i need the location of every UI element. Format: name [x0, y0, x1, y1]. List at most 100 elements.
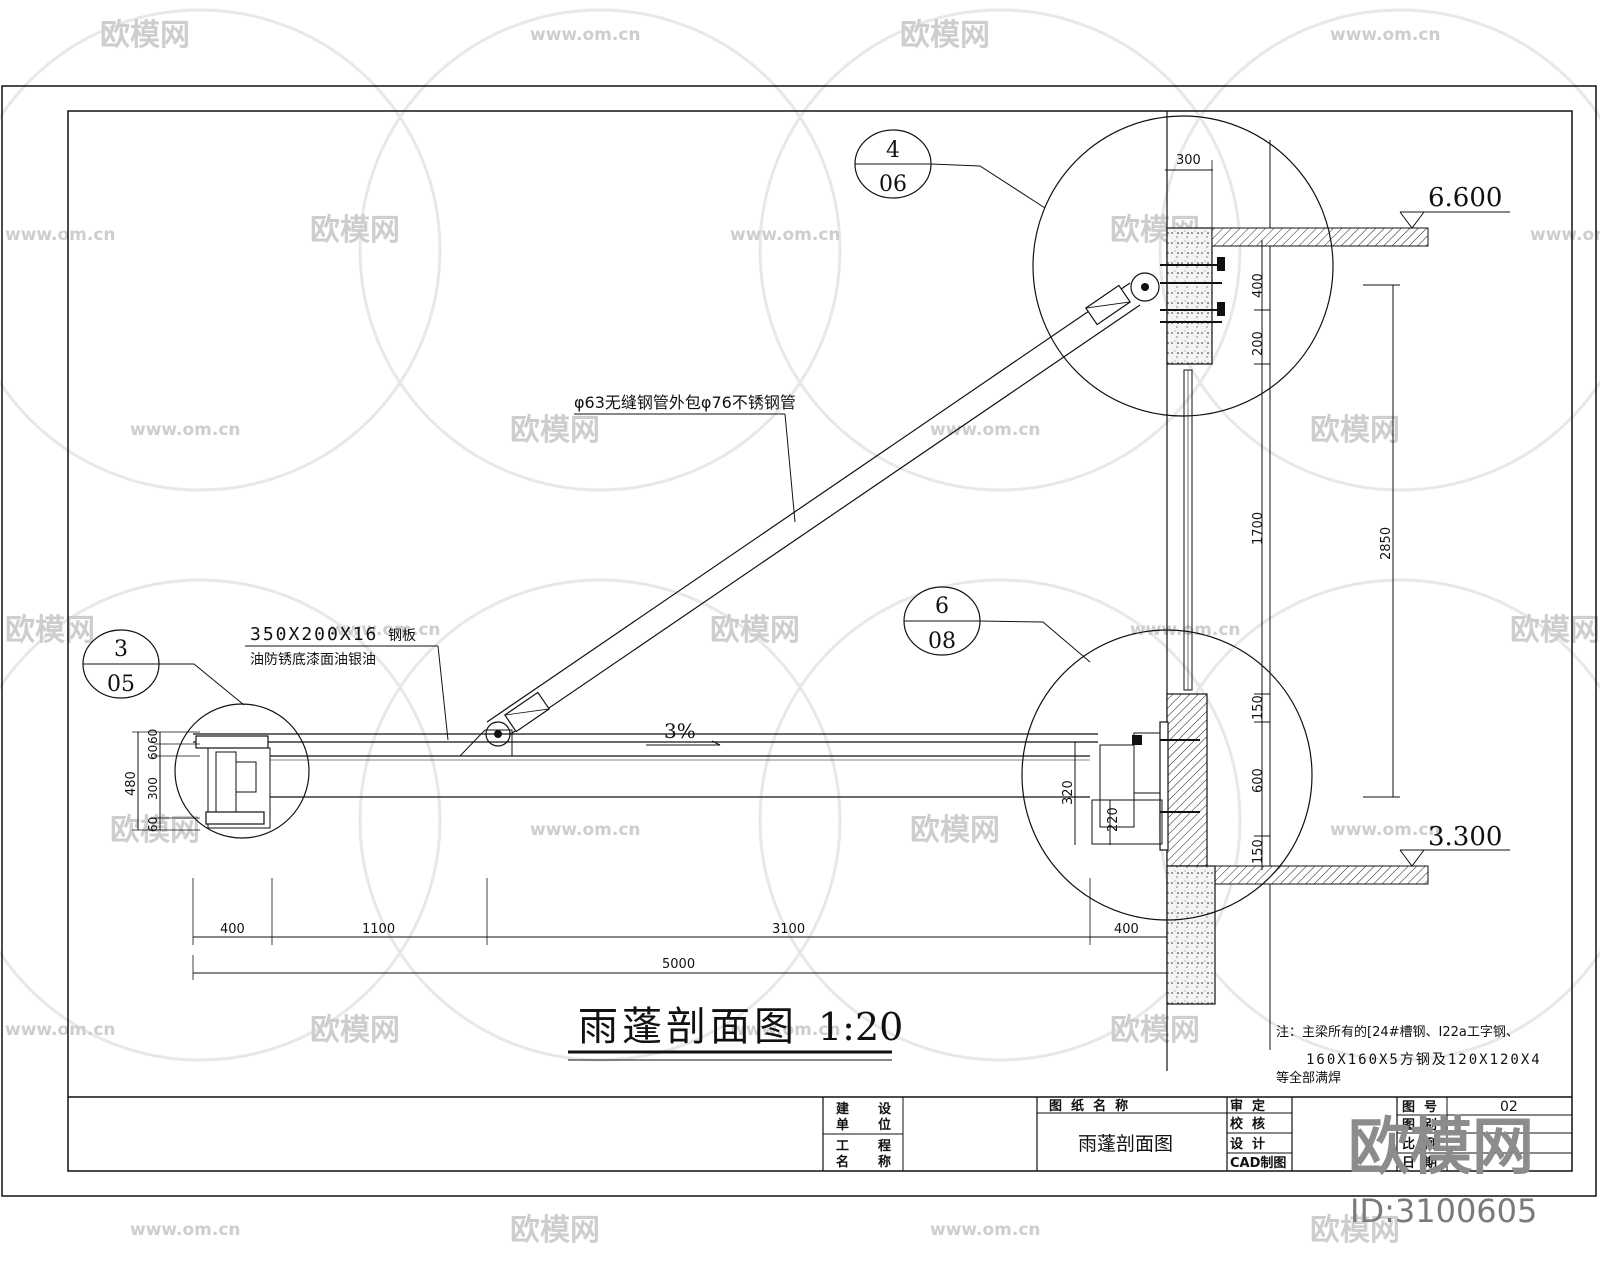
upper-anchor-bolts: [1160, 257, 1225, 323]
watermark-brand: 欧模网: [910, 813, 1000, 848]
watermark-url: www.om.cn: [5, 1020, 116, 1040]
dim-beam-320: 320: [1061, 780, 1076, 805]
dim-bottom-1100: 1100: [362, 922, 395, 937]
note-line-1: 注：主梁所有的[24#槽钢、I22a工字钢、: [1276, 1024, 1519, 1040]
right-lower-bracket: [1091, 799, 1163, 845]
plate-word-label: 钢板: [388, 628, 416, 644]
strut-sleeve-upper: [1085, 284, 1131, 326]
elevation-mark-top: 6.600: [1399, 183, 1510, 229]
watermark-brand: 欧模网: [310, 213, 400, 248]
callout-left-sheet: 05: [107, 672, 135, 697]
tb-role-check: 校 核: [1230, 1116, 1265, 1132]
watermark-ring: [358, 8, 842, 492]
watermark-brand: 欧模网: [510, 1213, 600, 1248]
elevation-bottom-label: 3.300: [1428, 822, 1502, 852]
dim-right-chain: 400 200 1700 150 600 150: [1251, 240, 1270, 870]
dim-left-stack: 480 60 60 300 60: [124, 729, 200, 832]
tb-role-approve: 审 定: [1230, 1098, 1265, 1114]
wall-structure: [1166, 111, 1429, 1071]
tb-project-3: 名: [836, 1154, 849, 1170]
dim-bottom-400b: 400: [1114, 922, 1139, 937]
elevation-top-label: 6.600: [1428, 183, 1502, 213]
dim-right-1700: 1700: [1251, 512, 1266, 545]
callout-left-number: 3: [114, 637, 128, 662]
drawing-title-scale: 1:20: [818, 1005, 903, 1049]
dim-left-60c: 60: [146, 817, 160, 832]
watermark-logo: 欧模网 ID:3100605: [1348, 1110, 1537, 1230]
tb-project-2: 程: [878, 1139, 891, 1154]
lower-slab: [1206, 865, 1429, 885]
watermark-url: www.om.cn: [1130, 620, 1241, 640]
pipe-label: φ63无缝钢管外包φ76不锈钢管: [574, 393, 796, 412]
tb-project-1: 工: [836, 1139, 849, 1154]
right-anchor-nut: [1132, 735, 1142, 745]
upper-pin: [1141, 283, 1149, 291]
strut-edge-bottom: [504, 304, 1141, 739]
watermark-url: www.om.cn: [130, 420, 241, 440]
watermark-logo-text: 欧模网: [1348, 1110, 1534, 1183]
tb-builder-2: 设: [878, 1102, 892, 1117]
dim-left-60b: 60: [146, 745, 160, 760]
dim-right-600: 600: [1251, 768, 1266, 793]
dim-bottom-total: 5000: [192, 955, 1168, 980]
dim-overall-height: 2850: [1363, 284, 1400, 798]
tb-right-scale: 比 例: [1402, 1136, 1437, 1152]
dim-right-200: 200: [1251, 331, 1266, 356]
tb-drawing-number: 02: [1500, 1099, 1518, 1115]
tb-role-cad: CAD制图: [1230, 1155, 1286, 1171]
watermark-brand: 欧模网: [900, 18, 990, 53]
callout-mid-number: 6: [935, 594, 949, 619]
watermark-url: www.om.cn: [530, 25, 641, 45]
diagonal-strut: [458, 272, 1160, 757]
dim-beam-220: 220: [1106, 807, 1121, 832]
watermark-brand: 欧模网: [5, 613, 95, 648]
watermark-url: www.om.cn: [730, 1020, 841, 1040]
dim-bottom-total-label: 5000: [662, 957, 695, 972]
tb-project-4: 称: [878, 1154, 891, 1170]
plate-size-label: 350X200X16: [250, 624, 378, 645]
slope-arrow: [646, 740, 721, 746]
drawing-title-text: 雨蓬剖面图: [578, 1004, 798, 1050]
upper-beam-section: [1166, 227, 1213, 365]
note-line-2: 160X160X5方钢及120X120X4: [1306, 1052, 1542, 1068]
callout-top-number: 4: [886, 138, 900, 163]
weld-note: 注：主梁所有的[24#槽钢、I22a工字钢、 160X160X5方钢及120X1…: [1276, 1024, 1542, 1086]
watermark-brand: 欧模网: [1510, 613, 1600, 648]
drawing-title: 雨蓬剖面图 1:20: [568, 1004, 903, 1061]
dim-bottom-400a: 400: [220, 922, 245, 937]
watermark-brand: 欧模网: [1110, 1013, 1200, 1048]
watermark-ring: [0, 8, 442, 492]
dim-top-width: 300: [1165, 153, 1213, 228]
dim-left-300: 300: [146, 777, 160, 800]
tb-builder-3: 单: [836, 1117, 849, 1133]
watermark-url: www.om.cn: [930, 420, 1041, 440]
tb-builder-4: 位: [878, 1117, 891, 1133]
watermark-url: www.om.cn: [5, 225, 116, 245]
dim-beam-depth: 320 220: [1061, 742, 1121, 845]
slope-label: 3%: [664, 719, 696, 743]
strut-edge-top: [486, 282, 1131, 723]
left-bottom-plate: [205, 811, 265, 825]
pipe-annotation: φ63无缝钢管外包φ76不锈钢管: [574, 393, 796, 523]
title-block: 建 设 单 位 工 程 名 称 图 纸 名 称 雨蓬剖面图 审 定 校 核 设 …: [68, 1096, 1572, 1171]
left-edge-block: [207, 747, 271, 829]
watermark-brand: 欧模网: [310, 1013, 400, 1048]
tb-drawing-name-label: 图 纸 名 称: [1049, 1098, 1128, 1114]
watermark-ring: [758, 578, 1242, 1062]
tb-builder-1: 建: [836, 1101, 849, 1117]
dim-right-150b: 150: [1251, 839, 1266, 864]
lower-column-base: [1166, 865, 1216, 1005]
watermark-ring: [1158, 8, 1600, 492]
plate-coating-label: 油防锈底漆面油银油: [250, 652, 376, 668]
outer-border: [1, 85, 1597, 1197]
watermark-id: ID:3100605: [1350, 1192, 1537, 1230]
dim-left-60a: 60: [146, 729, 160, 744]
note-line-3: 等全部满焊: [1276, 1070, 1341, 1086]
watermark-url: www.om.cn: [530, 820, 641, 840]
upper-slab: [1211, 227, 1429, 247]
inner-border: [67, 110, 1573, 1172]
callout-bubble-mid: 6 08: [903, 586, 1091, 663]
watermark-url: www.om.cn: [130, 1220, 241, 1240]
dim-bottom-3100: 3100: [772, 922, 805, 937]
tb-right-number: 图 号: [1402, 1100, 1437, 1115]
